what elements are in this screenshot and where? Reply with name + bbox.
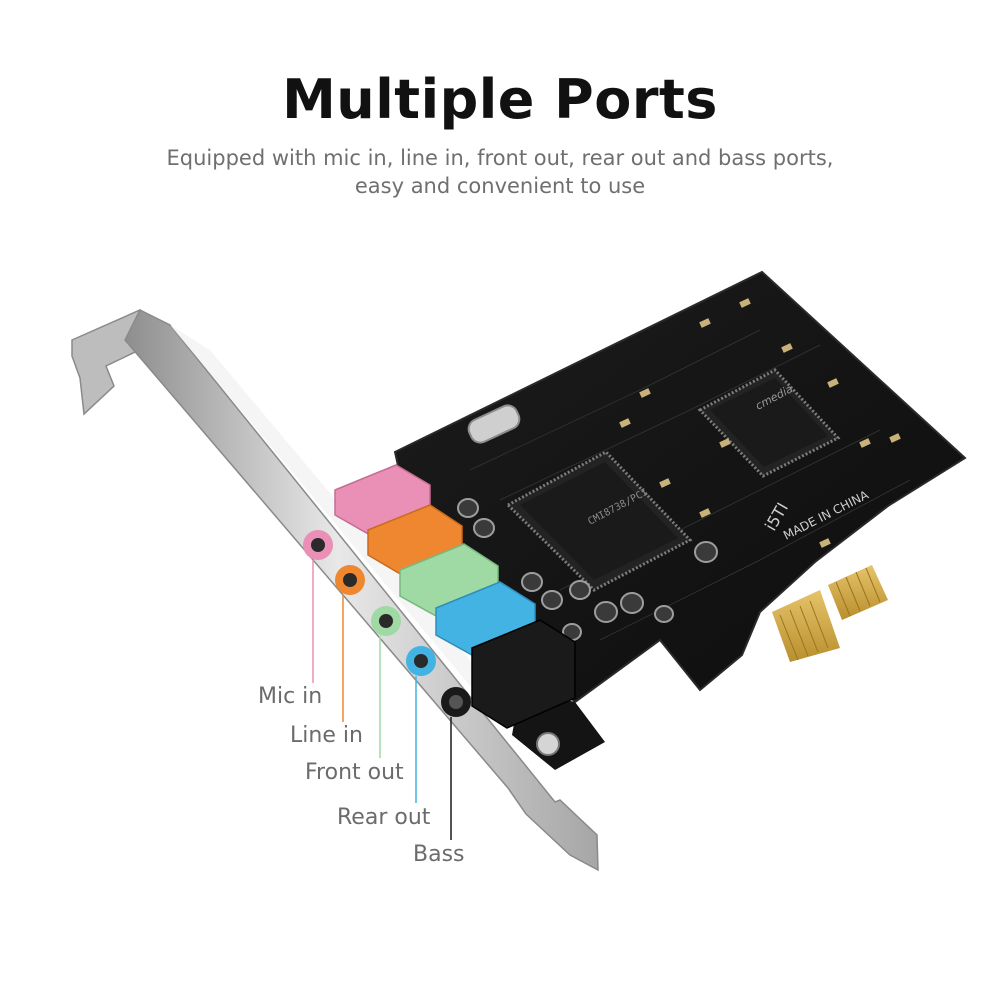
jack-holes <box>303 530 471 717</box>
capacitors <box>457 498 718 641</box>
port-label-rear-out: Rear out <box>337 805 431 830</box>
pcb-board <box>393 270 967 770</box>
metal-bracket <box>71 308 599 872</box>
main-chip: CMI8738/PCI <box>505 450 693 592</box>
leader-lines <box>312 560 452 840</box>
crystal-oscillator <box>467 404 521 444</box>
port-label-line-in: Line in <box>290 723 363 748</box>
subtitle-line-1: Equipped with mic in, line in, front out… <box>166 146 834 170</box>
page-subtitle: Equipped with mic in, line in, front out… <box>120 144 880 200</box>
port-label-bass: Bass <box>413 842 465 867</box>
cmedia-chip: cmedia <box>697 368 841 478</box>
pcie-connector <box>772 565 888 662</box>
page-title: Multiple Ports <box>282 68 718 131</box>
jack-blocks <box>334 464 576 729</box>
subtitle-line-2: easy and convenient to use <box>354 174 646 198</box>
port-label-front-out: Front out <box>305 760 404 785</box>
port-label-mic-in: Mic in <box>258 684 323 709</box>
smd-components <box>619 298 901 548</box>
